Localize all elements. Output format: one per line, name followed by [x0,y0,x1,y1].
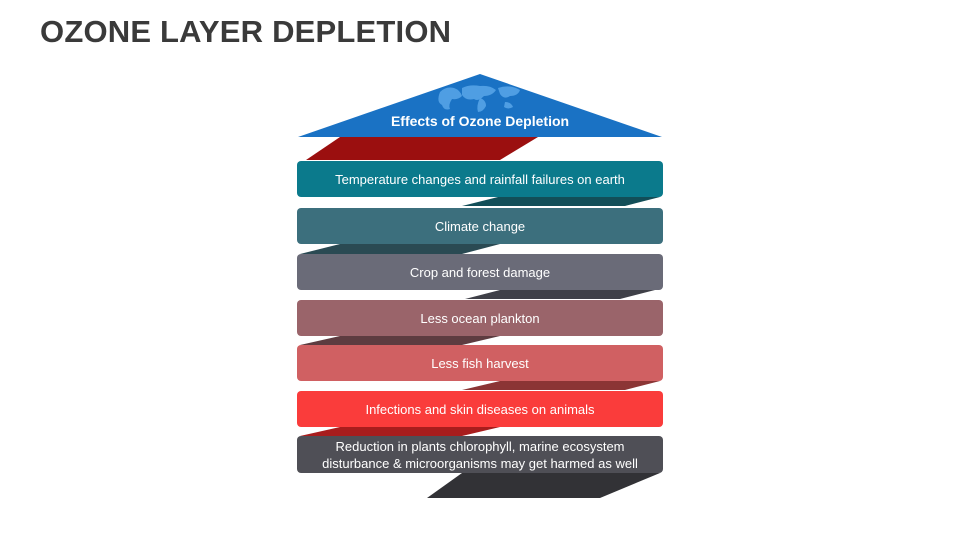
ribbon-segment [300,427,500,436]
ribbon-segment [462,381,660,390]
world-map-icon [438,85,520,112]
effect-bar: Temperature changes and rainfall failure… [297,161,663,197]
roof-label: Effects of Ozone Depletion [390,113,570,129]
effect-label: Crop and forest damage [409,264,551,280]
ribbon-segment [462,197,660,206]
page-title: OZONE LAYER DEPLETION [40,14,452,49]
effect-label: Temperature changes and rainfall failure… [335,171,625,187]
roof [298,74,662,137]
effect-bar: Reduction in plants chlorophyll, marine … [297,436,663,473]
ribbon-segment [306,137,538,160]
ribbon-segment [465,290,655,299]
effect-bar: Less ocean plankton [297,300,663,336]
effect-bar: Infections and skin diseases on animals [297,391,663,427]
effect-bar: Less fish harvest [297,345,663,381]
effect-label: Less fish harvest [431,355,529,371]
effect-bar: Crop and forest damage [297,254,663,290]
effect-label: Infections and skin diseases on animals [365,401,595,417]
ribbon-segment [300,336,500,345]
ribbon-tail [427,473,660,498]
effect-bar: Climate change [297,208,663,244]
ribbon-connectors [300,137,660,498]
ribbon-segment [300,244,500,254]
effect-label: Reduction in plants chlorophyll, marine … [322,438,638,471]
effect-label: Less ocean plankton [420,310,540,326]
effect-label: Climate change [434,218,526,234]
